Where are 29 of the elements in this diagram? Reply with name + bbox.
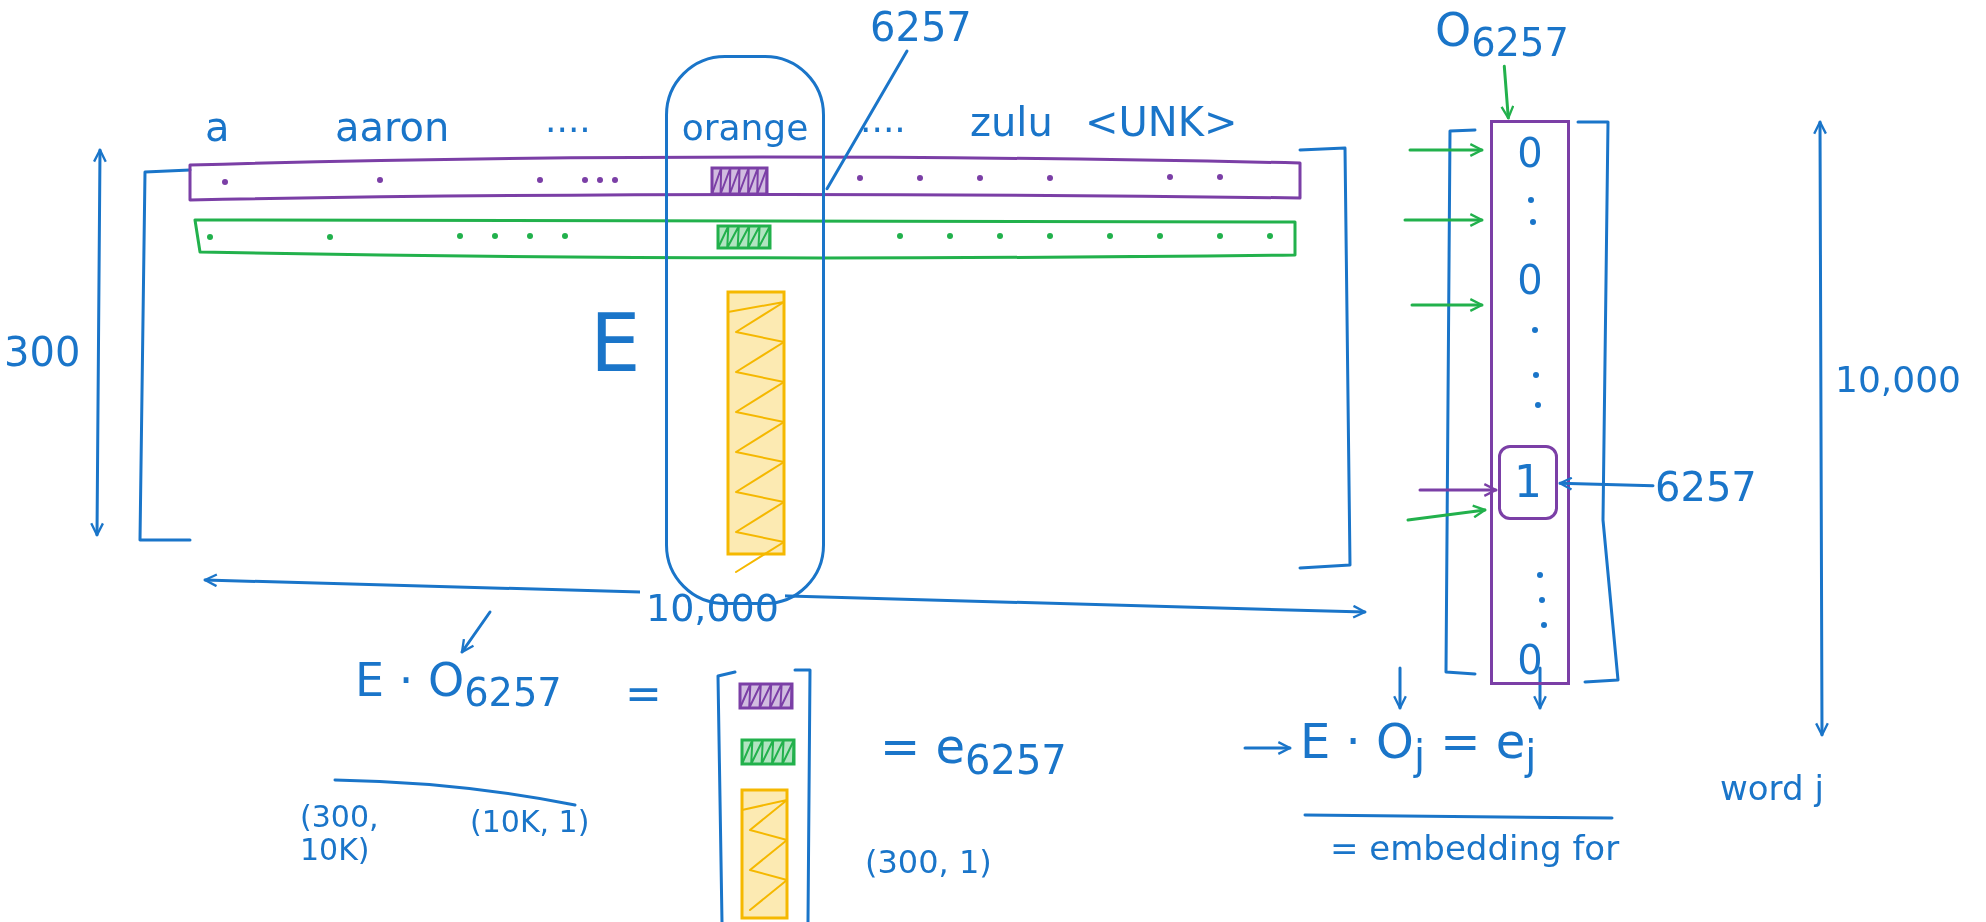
annotation-text: word j — [1720, 770, 1824, 808]
index-label: 6257 — [1655, 465, 1757, 509]
annotation-text: = embedding for — [1330, 830, 1620, 868]
formula-text: E · O$_{j}$ = e$_{j}$ — [1300, 715, 1537, 777]
formula-text: E · O$_{6257}$ — [355, 655, 562, 715]
column-word-label: orange — [680, 108, 810, 148]
index-label: 6257 — [870, 5, 972, 49]
ellipsis-text: .... — [860, 100, 906, 140]
matrix-symbol: E — [590, 300, 641, 388]
word-label: <UNK> — [1085, 100, 1238, 144]
formula-text: = e$_{6257}$ — [880, 720, 1067, 782]
word-label: zulu — [970, 100, 1053, 144]
arrow — [1558, 476, 1655, 491]
dimension-label: 300 — [4, 330, 81, 374]
shape-annotation: (300, 1) — [865, 845, 992, 881]
selected-entry-cell: 1 — [1498, 445, 1558, 520]
shape-annotation: (10K, 1) — [470, 805, 590, 838]
one-hot-vector — [1490, 120, 1570, 685]
ellipsis-text: .... — [545, 100, 591, 140]
vector-entry: 0 — [1516, 131, 1544, 175]
vector-entry: 0 — [1516, 258, 1544, 302]
arrow — [1500, 64, 1515, 120]
equals-sign: = — [625, 670, 662, 719]
dimension-label: 10,000 — [1835, 360, 1961, 400]
word-label: a — [205, 105, 230, 149]
vector-symbol: O$_{6257}$ — [1435, 5, 1569, 65]
word-label: aaron — [335, 105, 450, 149]
vector-entry: 0 — [1516, 638, 1544, 682]
shape-annotation: (300, 10K) — [300, 800, 380, 866]
